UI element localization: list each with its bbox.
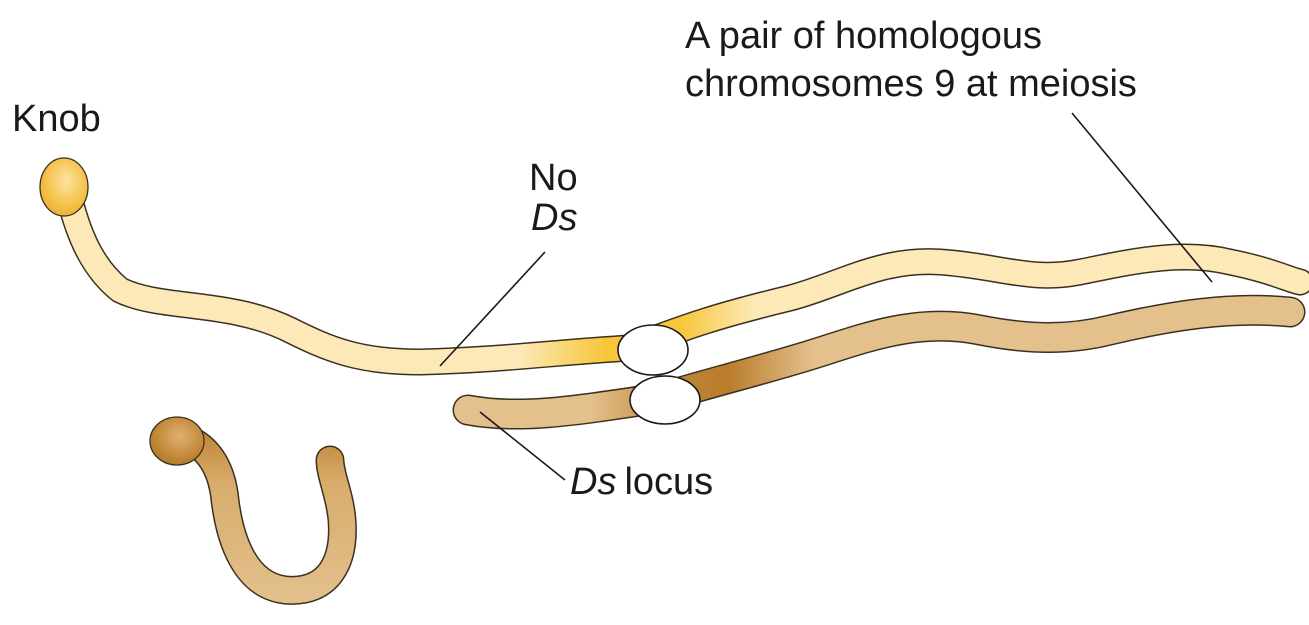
- ds-locus-italic: Ds: [570, 461, 616, 503]
- no-ds-label: Ds: [531, 197, 577, 239]
- knob-label: Knob: [12, 98, 101, 140]
- knob-broken: [150, 417, 204, 465]
- broken-chromosome-fragment: [150, 417, 342, 590]
- ds-locus-rest: locus: [624, 461, 713, 503]
- no-label: No: [529, 157, 578, 199]
- centromere-lower: [630, 376, 700, 424]
- centromere-upper: [618, 325, 688, 375]
- homologous-label-line1: A pair of homologous: [685, 15, 1042, 57]
- homologous-label-line2: chromosomes 9 at meiosis: [685, 63, 1137, 105]
- knob-upper: [40, 158, 88, 216]
